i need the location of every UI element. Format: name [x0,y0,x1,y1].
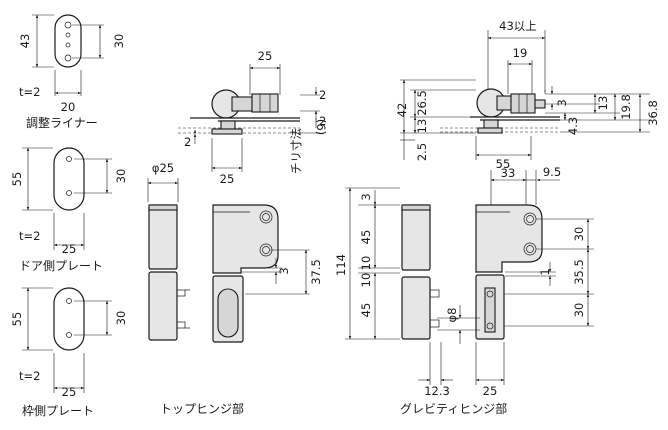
label-clearance: チリ寸法 [289,128,303,174]
frame-thickness: t=2 [19,369,40,383]
gravity-hinge-plan [400,30,650,160]
dim-frame-w: 25 [62,385,77,399]
dim-liner-h: 43 [18,34,32,49]
dim-grav-10b: 10 [359,273,373,288]
dim-top-diam: φ25 [152,161,174,175]
dim-grav-19: 19 [513,46,528,60]
dim-grav-10a: 10 [359,256,373,271]
dim-grav-min: 43以上 [499,19,537,33]
dim-grav-30a: 30 [572,227,586,242]
gravity-hinge-elevation [345,170,594,385]
dim-grav-12-3: 12.3 [424,384,450,398]
dim-liner-w: 20 [61,100,76,114]
dim-grav-36-8: 36.8 [646,100,660,126]
dim-door-w: 25 [62,242,77,256]
door-thickness: t=2 [19,229,40,243]
dim-liner-pitch: 30 [112,34,126,49]
dim-grav-phi8: φ8 [445,308,459,323]
dim-grav-2-5: 2.5 [415,143,429,161]
dim-top-plan-2b: 2 [319,114,326,128]
dim-grav-35-5: 35.5 [572,259,586,285]
dim-grav-45a: 45 [359,230,373,245]
dim-grav-45b: 45 [359,303,373,318]
dim-top-plan-bottom: 25 [220,172,235,186]
dim-door-h: 55 [10,172,24,187]
dim-grav-1: 1 [538,268,552,275]
adjust-liner-drawing [32,14,104,96]
dim-grav-55: 55 [496,157,511,171]
dim-top-h: 37.5 [309,259,323,285]
dim-top-plan-2c: 2 [184,135,191,149]
dim-frame-h: 55 [10,312,24,327]
dim-grav-114: 114 [334,254,348,276]
caption-gravity-hinge: グレビティヒンジ部 [400,401,507,416]
frame-plate-drawing [22,287,112,393]
dim-top-plan-clearance: (6) [314,119,328,135]
caption-door-plate: ドア側プレート [19,259,103,273]
caption-adjust-liner: 調整ライナー [26,115,98,130]
dim-grav-42: 42 [395,103,409,118]
dim-grav-13b: 13 [596,96,610,111]
dim-grav-30b: 30 [572,303,586,318]
dim-grav-33: 33 [501,166,516,180]
caption-top-hinge: トップヒンジ部 [160,401,244,416]
door-plate-drawing [22,147,112,250]
dim-door-pitch: 30 [114,169,128,184]
top-hinge-elevation [147,178,310,343]
dim-grav-26-5: 26.5 [415,90,429,116]
dim-top-plan-w: 25 [258,49,273,63]
dim-grav-13a: 13 [415,119,429,134]
dim-frame-pitch: 30 [114,311,128,326]
dim-grav-3a: 3 [555,99,569,106]
dim-grav-4-3: 4.3 [566,117,580,135]
dim-top-plan-2a: 2 [319,88,326,102]
dim-grav-9-5: 9.5 [543,165,561,179]
dim-grav-25: 25 [483,384,498,398]
caption-frame-plate: 枠側プレート [22,404,94,418]
dim-grav-19-8: 19.8 [619,94,633,120]
liner-thickness: t=2 [19,85,40,99]
dim-grav-3b: 3 [359,193,373,200]
dim-top-gap: 3 [277,267,291,274]
top-hinge-plan [178,64,320,172]
